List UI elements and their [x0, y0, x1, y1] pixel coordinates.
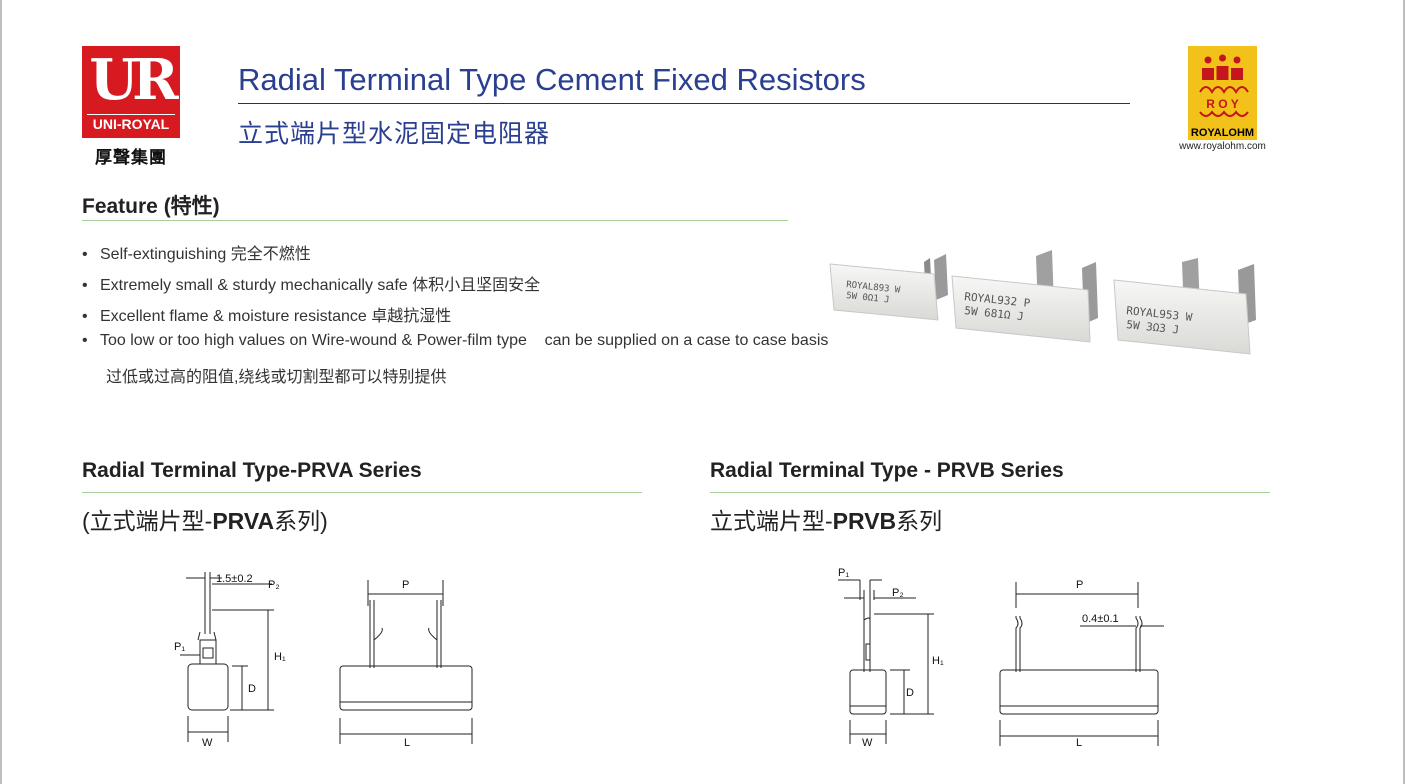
bullet-icon: •	[82, 277, 88, 294]
resistor-2-label-line2: 5W 681Ω J	[964, 304, 1025, 323]
bullet-icon: •	[82, 246, 88, 263]
bullet-icon: •	[82, 332, 88, 349]
page-border-right	[1403, 0, 1405, 784]
feature-item: •Self-extinguishing 完全不燃性	[82, 246, 311, 263]
prva-divider	[82, 492, 642, 493]
prva-w-label: W	[202, 737, 213, 749]
ur-logo-name: UNI-ROYAL	[87, 114, 175, 132]
resistor-3-label-line2: 5W 3Ω3 J	[1126, 318, 1180, 336]
royalohm-emblem-icon: R O Y	[1199, 54, 1249, 117]
prva-p1-label: P₁	[174, 641, 185, 653]
prva-p2-label: P₂	[268, 579, 280, 591]
prva-l-label: L	[404, 737, 410, 749]
svg-text:R O Y: R O Y	[1206, 97, 1238, 111]
prva-heading: Radial Terminal Type-PRVA Series	[82, 459, 422, 482]
prva-subheading: (立式端片型-PRVA系列)	[82, 508, 328, 534]
prvb-subheading: 立式端片型-PRVB系列	[710, 508, 943, 534]
prvb-dimension-drawing: P₁ P₂ H₁ D W P 0.4±0.1 L	[838, 567, 1164, 749]
prva-h1-label: H₁	[274, 651, 286, 663]
resistor-image-3: ROYAL953 W 5W 3Ω3 J	[1113, 258, 1256, 355]
royalohm-wordmark: ROYALOHM	[1190, 127, 1255, 139]
feature-item-continuation: 过低或过高的阻值,绕线或切割型都可以特别提供	[106, 369, 447, 386]
prvb-p2-label: P₂	[892, 587, 904, 599]
prvb-l-label: L	[1076, 737, 1082, 749]
uni-royal-logo: UR UNI-ROYAL	[82, 46, 180, 138]
prva-d-label: D	[248, 683, 256, 695]
prvb-heading: Radial Terminal Type - PRVB Series	[710, 459, 1064, 482]
bullet-icon: •	[82, 308, 88, 325]
prva-p-label: P	[402, 579, 409, 591]
feature-heading: Feature (特性)	[82, 195, 220, 218]
prvb-d-label: D	[906, 687, 914, 699]
resistor-image-1: ROYAL893 W 5W 0Ω1 J	[829, 254, 948, 321]
prvb-lead-label: 0.4±0.1	[1082, 613, 1119, 625]
feature-item: •Excellent flame & moisture resistance 卓…	[82, 308, 452, 325]
prvb-divider	[710, 492, 1270, 493]
feature-item: •Extremely small & sturdy mechanically s…	[82, 277, 541, 294]
prvb-p-label: P	[1076, 579, 1083, 591]
prva-dimension-drawing: 1.5±0.2 P₂ P₁ H₁ D W P L	[174, 572, 473, 749]
prva-pitch-label: 1.5±0.2	[216, 573, 253, 585]
prvb-w-label: W	[862, 737, 873, 749]
ur-chinese-name: 厚聲集團	[95, 148, 167, 168]
feature-item: •Too low or too high values on Wire-woun…	[82, 332, 829, 349]
feature-divider	[82, 220, 788, 221]
prvb-p1-label: P₁	[838, 567, 849, 579]
ur-logo-mark: UR	[89, 47, 178, 113]
royalohm-logo: R O Y	[1188, 46, 1257, 140]
resistor-image-2: ROYAL932 P 5W 681Ω J	[951, 250, 1098, 343]
prvb-h1-label: H₁	[932, 655, 944, 667]
resistor-1-label-line2: 5W 0Ω1 J	[846, 291, 890, 305]
title-divider	[238, 103, 1130, 104]
page-title-chinese: 立式端片型水泥固定电阻器	[238, 120, 551, 148]
page-border-left	[0, 0, 2, 784]
royalohm-url[interactable]: www.royalohm.com	[1179, 141, 1266, 152]
resistor-product-photo: ROYAL893 W 5W 0Ω1 J ROYAL932 P 5W 681Ω J…	[829, 250, 1256, 355]
page-title: Radial Terminal Type Cement Fixed Resist…	[238, 62, 866, 97]
